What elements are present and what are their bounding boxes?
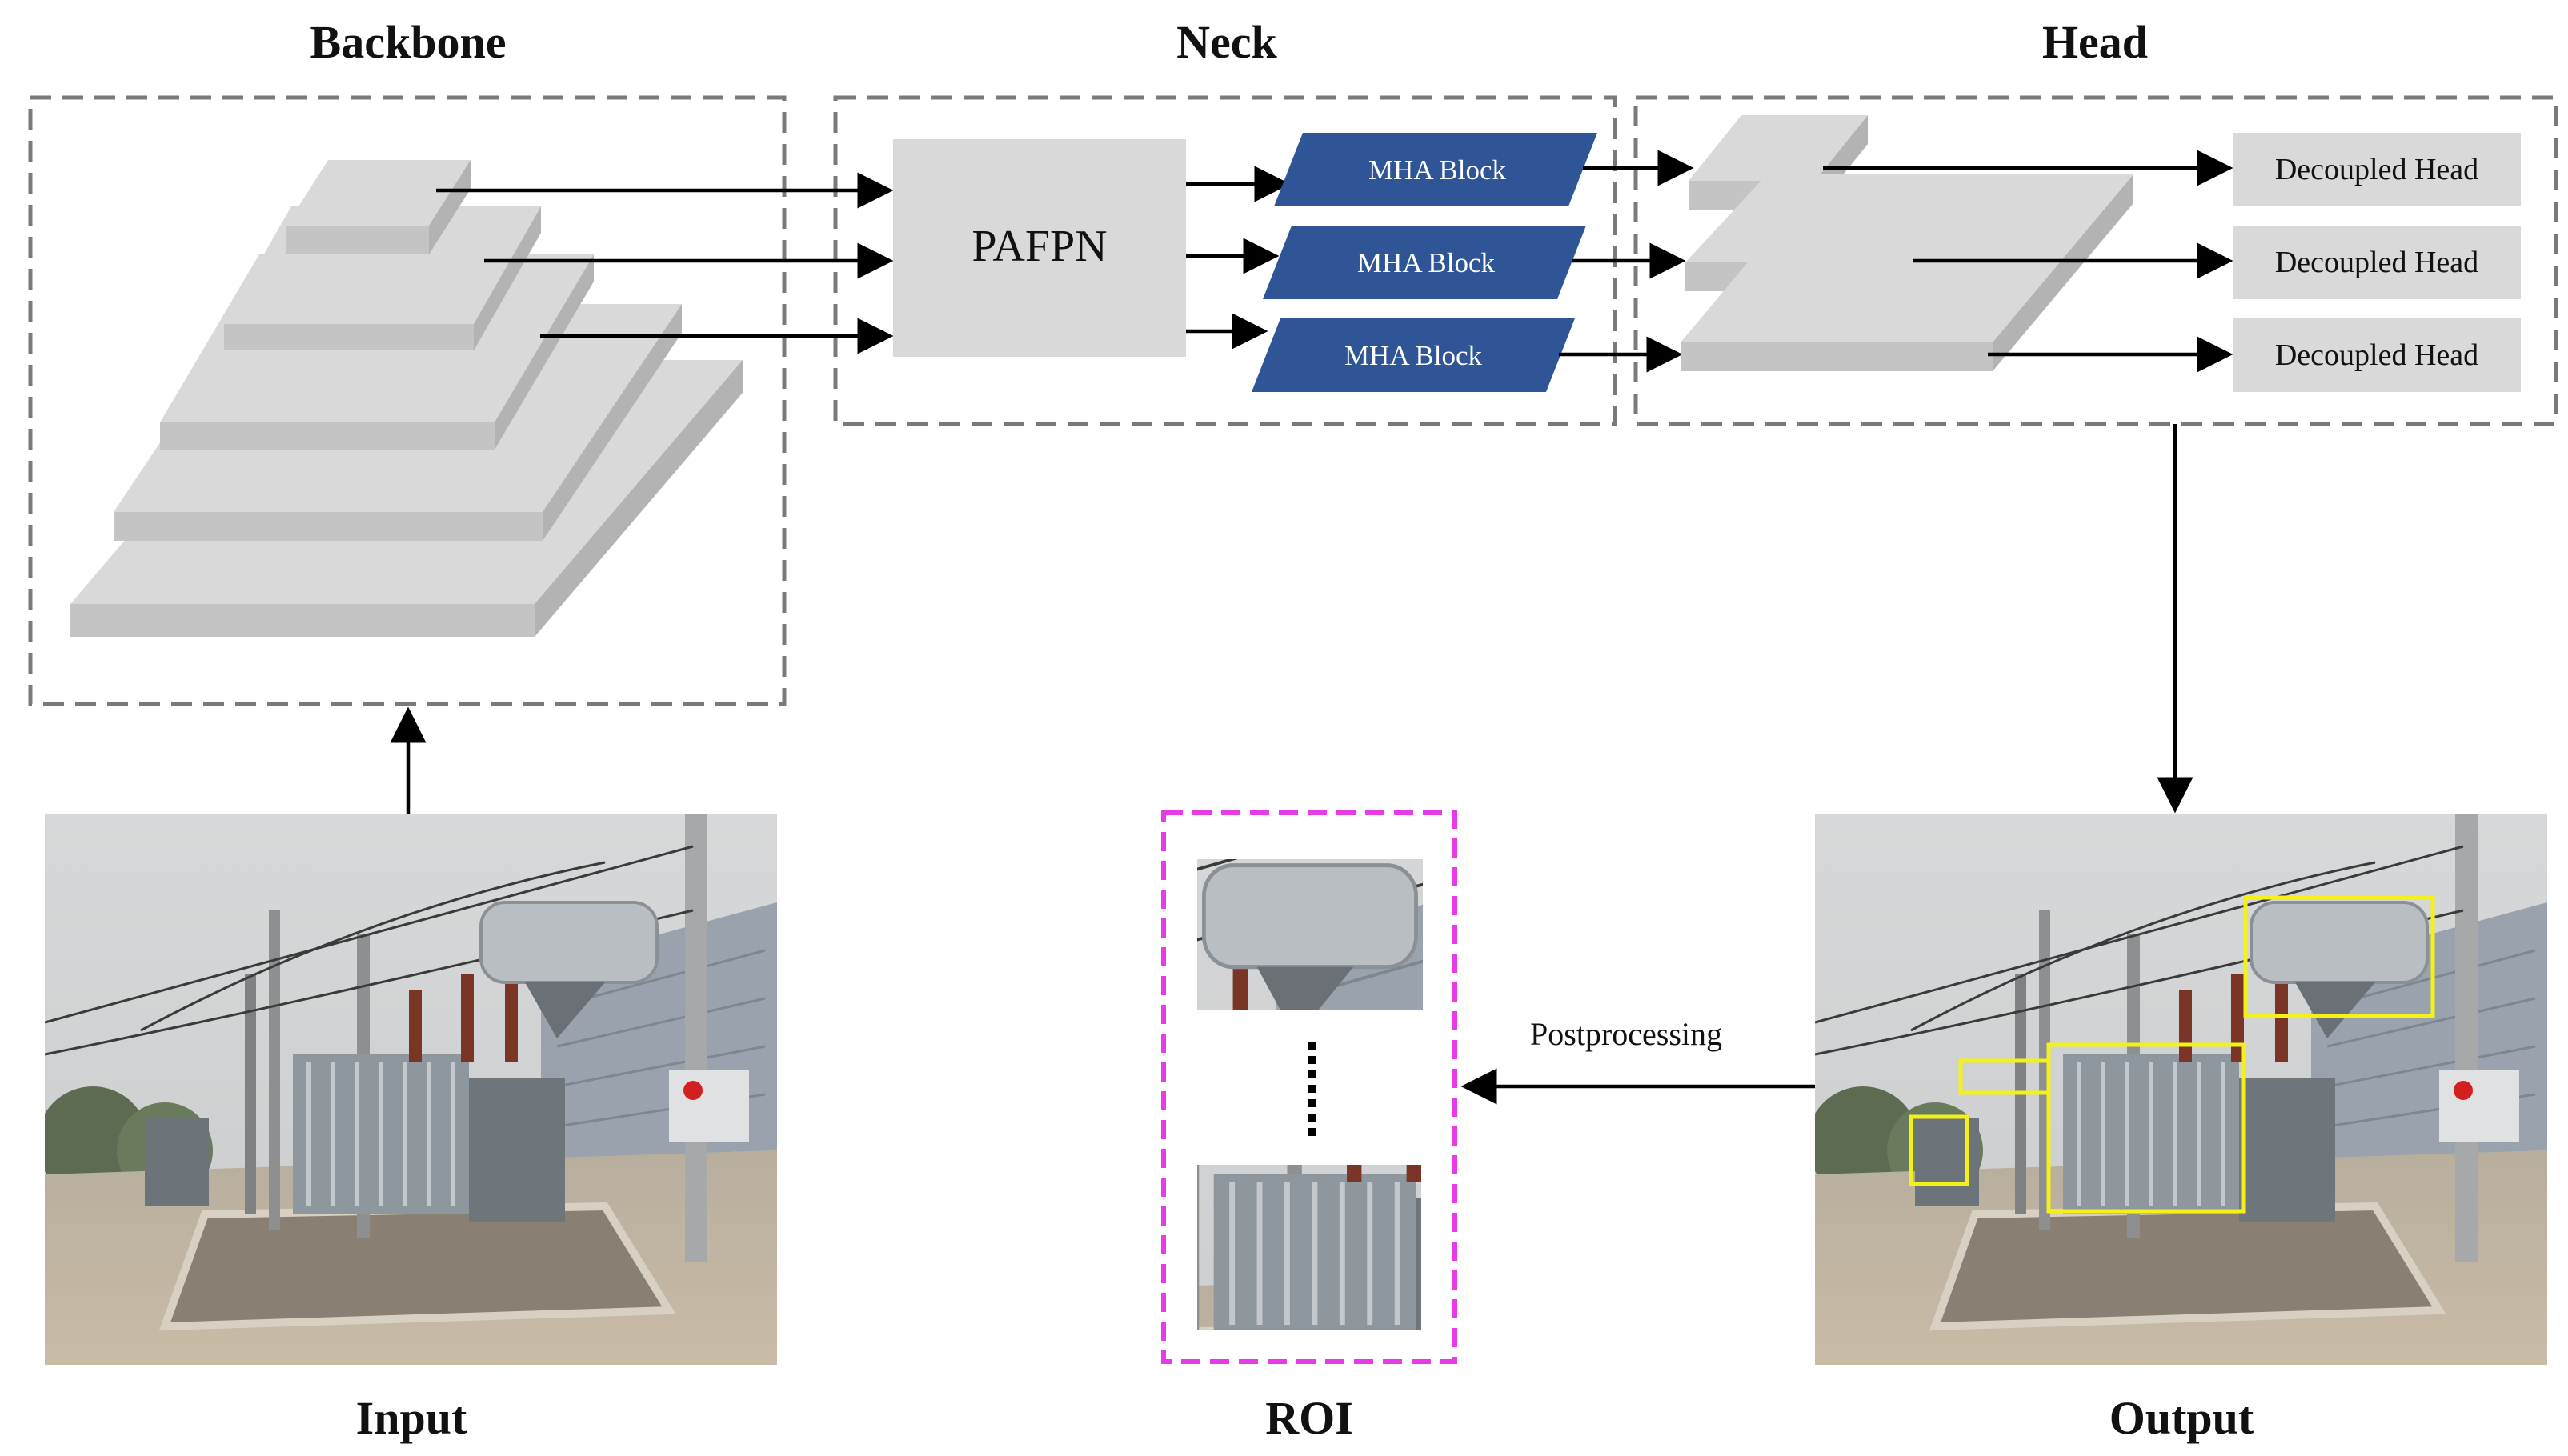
- decoupled-head-2: Decoupled Head: [2233, 226, 2521, 299]
- backbone-pyramid: [70, 160, 743, 637]
- neck-title: Neck: [1176, 16, 1277, 68]
- input-image: [37, 814, 777, 1365]
- head-title: Head: [2042, 16, 2148, 68]
- roi-crop-transformer: [919, 937, 1769, 1456]
- mha-block-1: MHA Block: [1274, 133, 1597, 206]
- mha-block-1-label: MHA Block: [1368, 154, 1507, 186]
- output-image: [1807, 814, 2547, 1365]
- backbone-layer-1: [286, 160, 471, 254]
- backbone-title: Backbone: [310, 16, 507, 68]
- decoupled-head-1: Decoupled Head: [2233, 133, 2521, 206]
- input-label: Input: [356, 1392, 467, 1444]
- detection-box-small-part: [1958, 1058, 2051, 1095]
- decoupled-head-2-label: Decoupled Head: [2275, 246, 2478, 279]
- pafpn-label: PAFPN: [972, 222, 1107, 271]
- decoupled-head-3-label: Decoupled Head: [2275, 338, 2478, 372]
- postprocessing-label: Postprocessing: [1530, 1016, 1722, 1052]
- mha-block-3-label: MHA Block: [1344, 340, 1483, 371]
- detection-box-main-transformer: [2046, 1042, 2246, 1214]
- head-container: [1633, 95, 2558, 426]
- detection-box-conservator: [2243, 895, 2435, 1018]
- decoupled-head-3: Decoupled Head: [2233, 318, 2521, 392]
- pafpn-box: [893, 139, 1186, 357]
- decoupled-head-1-label: Decoupled Head: [2275, 153, 2478, 186]
- backbone-container: [28, 95, 787, 706]
- roi-label: ROI: [1265, 1392, 1353, 1444]
- mha-block-2: MHA Block: [1263, 226, 1586, 299]
- head-feature-large: [1681, 174, 2133, 371]
- mha-block-3: MHA Block: [1252, 318, 1575, 392]
- output-label: Output: [2109, 1392, 2254, 1444]
- roi-crop-conservator: [669, 754, 1561, 1453]
- detection-box-left-transformer: [1909, 1114, 1969, 1186]
- roi-container: [1161, 810, 1457, 1364]
- mha-block-2-label: MHA Block: [1357, 247, 1496, 278]
- roi-ellipsis: [1308, 1042, 1316, 1136]
